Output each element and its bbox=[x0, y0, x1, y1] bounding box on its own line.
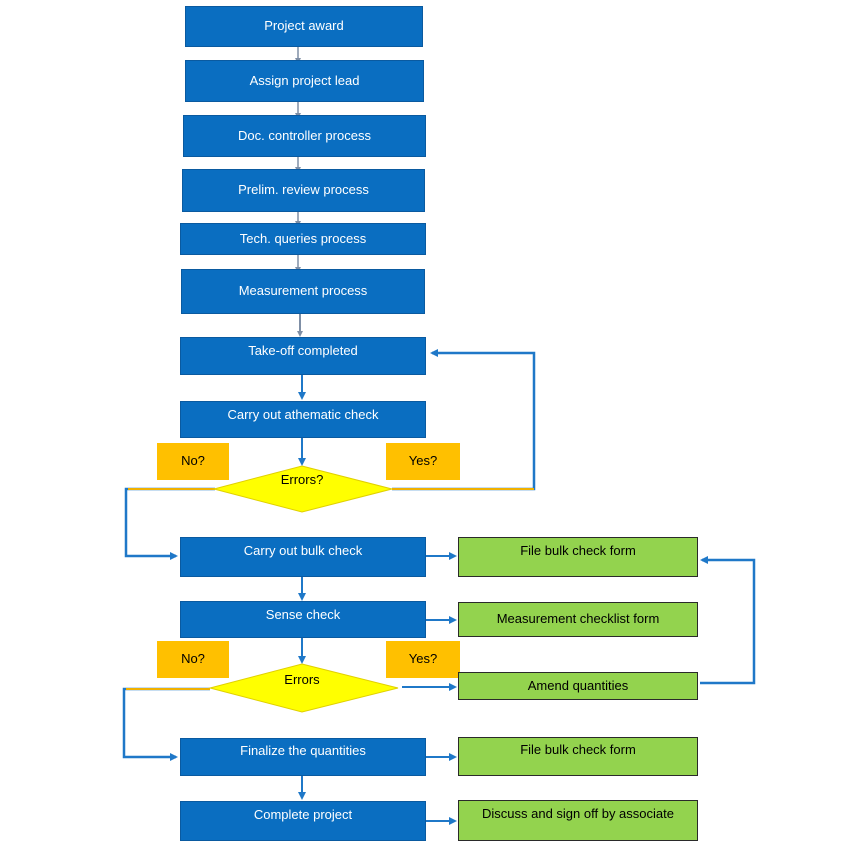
step-arithmetic-check: Carry out athematic check bbox=[180, 401, 426, 438]
decision-label-errors-2: Errors bbox=[284, 672, 320, 687]
step-take-off-completed: Take-off completed bbox=[180, 337, 426, 375]
label-no-2: No? bbox=[157, 641, 229, 678]
step-measurement: Measurement process bbox=[181, 269, 425, 314]
step-bulk-check: Carry out bulk check bbox=[180, 537, 426, 577]
step-tech-queries: Tech. queries process bbox=[180, 223, 426, 255]
step-sense-check: Sense check bbox=[180, 601, 426, 638]
step-prelim-review: Prelim. review process bbox=[182, 169, 425, 212]
step-project-award: Project award bbox=[185, 6, 423, 47]
form-file-bulk-check-1: File bulk check form bbox=[458, 537, 698, 577]
form-discuss-sign-off: Discuss and sign off by associate bbox=[458, 800, 698, 841]
step-finalize-quantities: Finalize the quantities bbox=[180, 738, 426, 776]
label-yes-2: Yes? bbox=[386, 641, 460, 678]
form-amend-quantities: Amend quantities bbox=[458, 672, 698, 700]
step-complete-project: Complete project bbox=[180, 801, 426, 841]
step-assign-project-lead: Assign project lead bbox=[185, 60, 424, 102]
label-no-1: No? bbox=[157, 443, 229, 480]
connector-amend-loop bbox=[700, 556, 756, 685]
label-yes-1: Yes? bbox=[386, 443, 460, 480]
decision-label-errors-1: Errors? bbox=[280, 472, 324, 487]
form-file-bulk-check-2: File bulk check form bbox=[458, 737, 698, 776]
decision-diamond-errors-1 bbox=[212, 465, 393, 513]
step-doc-controller: Doc. controller process bbox=[183, 115, 426, 157]
decision-diamond-errors-2 bbox=[208, 663, 399, 713]
form-measurement-checklist: Measurement checklist form bbox=[458, 602, 698, 637]
